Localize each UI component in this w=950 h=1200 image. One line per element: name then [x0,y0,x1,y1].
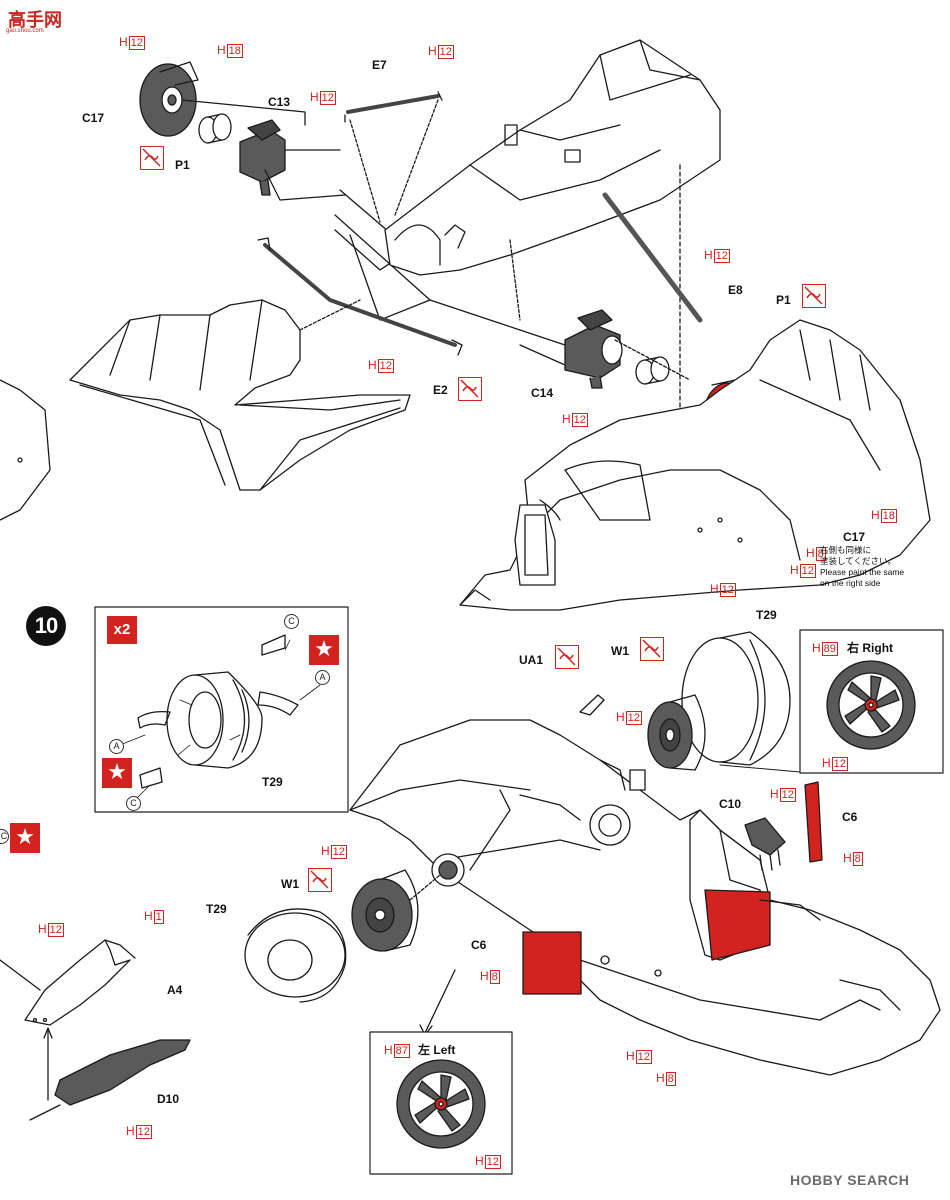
part-c10 [744,817,786,871]
watermark-logo: 高手网 gao.shou.com [0,0,80,40]
chassis-lower-upper [459,319,931,611]
rod-e8 [602,192,703,323]
chassis-assembled [349,719,941,1076]
label-w1-left: W1 [281,877,299,891]
wheel-right-detail [826,660,916,750]
label-d10: D10 [157,1092,180,1106]
label-t29-top: T29 [756,608,777,622]
label-ua1: UA1 [519,653,544,667]
step-number-badge: 10 [26,606,66,646]
rod-e7 [344,91,443,123]
front-wing [69,299,411,491]
label-right-side: 右 Right [847,641,894,655]
label-c6-left: C6 [471,938,487,952]
label-e8: E8 [728,283,743,297]
no-paint-icon [458,377,482,401]
no-paint-icon [640,637,664,661]
rod-e2 [257,237,463,356]
logo-subtext: gao.shou.com [6,28,44,34]
marker-a: A [315,670,330,685]
label-c10: C10 [719,797,742,811]
label-p1-left: P1 [175,158,190,172]
wheel-left-detail [396,1059,486,1149]
note-jp-line2: 塗装してください。 [820,556,896,566]
label-c17-left: C17 [82,111,105,125]
wheel-w1-top [647,694,706,771]
no-paint-icon [308,868,332,892]
wheel-w1-left [351,869,419,952]
multiplier-badge: x2 [107,616,137,644]
label-a4: A4 [167,983,183,997]
note-en-line2: on the right side [820,578,881,588]
disc-c17-left [139,61,199,137]
tire-t29-top [681,631,791,766]
part-p1-right [635,356,670,385]
label-e7: E7 [372,58,387,72]
label-p1-right: P1 [776,293,791,307]
label-c6-right: C6 [842,810,858,824]
star-icon: ★ [102,758,132,788]
tire-t29-detail [119,634,321,801]
star-icon: ★ [10,823,40,853]
label-left-side: 左 Left [418,1043,456,1057]
chassis-upper [384,39,721,276]
no-paint-icon [555,645,579,669]
label-c17-right: C17 [843,530,866,544]
brand-watermark: HOBBY SEARCH [790,1172,910,1188]
logo-text: 高手网 [8,10,62,31]
marker-a: A [109,739,124,754]
note-en-line1: Please paint the same [820,567,905,577]
part-c14 [564,309,623,389]
label-c14: C14 [531,386,554,400]
label-w1-top: W1 [611,644,629,658]
part-a4 [24,939,136,1026]
part-p1-left [198,113,232,144]
part-c13 [239,119,286,196]
marker-c: C [284,614,299,629]
no-paint-icon [802,284,826,308]
note-jp-line1: 右側も同様に [820,545,872,555]
label-t29-box: T29 [262,775,283,789]
marker-c: C [126,796,141,811]
part-d10 [29,1039,191,1121]
label-c13: C13 [268,95,291,109]
label-e2: E2 [433,383,448,397]
tire-t29-left [244,908,347,1003]
star-icon: ★ [309,635,339,665]
no-paint-icon [140,146,164,170]
label-t29-left: T29 [206,902,227,916]
